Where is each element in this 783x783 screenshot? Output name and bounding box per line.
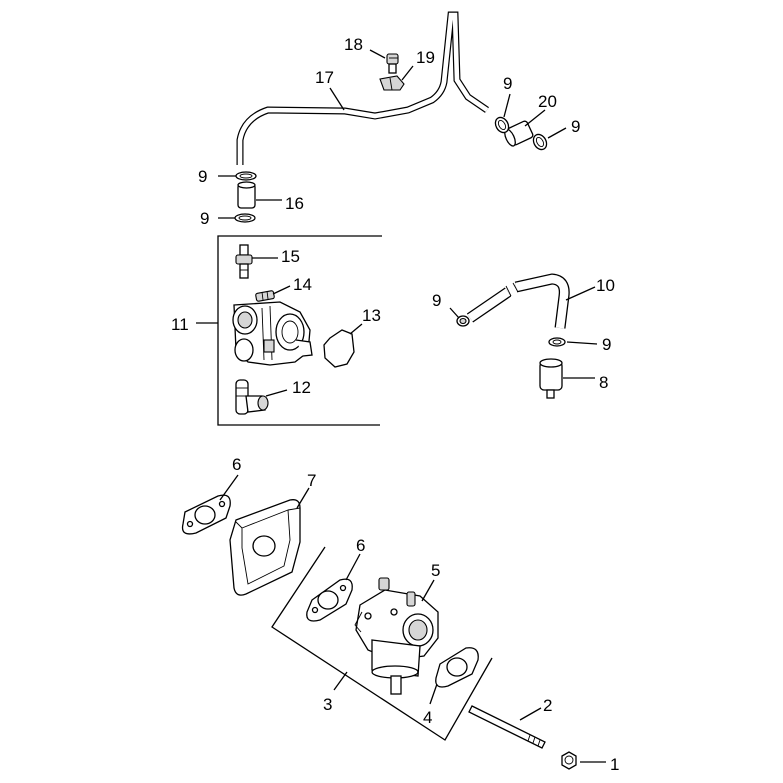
gasket-13	[323, 329, 355, 368]
stud-2	[468, 705, 546, 749]
clip-19	[379, 75, 405, 91]
callout-10: 10	[596, 276, 615, 295]
fuel-pump-body	[232, 301, 313, 366]
callout-6-right: 6	[356, 536, 365, 555]
callout-3: 3	[323, 695, 332, 714]
callout-14: 14	[293, 275, 312, 294]
callout-2: 2	[543, 696, 552, 715]
clamp-9-hose-right	[548, 337, 566, 347]
clamp-9-top-left	[494, 116, 510, 134]
callout-11: 11	[171, 315, 189, 334]
callout-1: 1	[610, 755, 619, 774]
callout-9-upper: 9	[198, 167, 207, 186]
fuel-hose-10	[466, 273, 570, 329]
clamp-9-hose-left	[456, 315, 470, 327]
callout-13: 13	[362, 306, 381, 325]
callout-16: 16	[285, 194, 304, 213]
callout-9-hose-right: 9	[602, 335, 611, 354]
callout-15: 15	[281, 247, 300, 266]
hose-20	[504, 120, 534, 147]
callout-20: 20	[538, 92, 557, 111]
gasket-4	[435, 647, 479, 688]
fuel-filter-8	[539, 358, 563, 399]
fuel-pump-assembly-bracket	[217, 235, 382, 426]
carburetor-assembly-bracket	[271, 546, 493, 741]
clamp-9-upper	[235, 171, 257, 181]
gasket-6-left	[181, 494, 231, 535]
callout-18: 18	[344, 35, 363, 54]
nut-1	[561, 751, 577, 770]
carburetor-5	[354, 577, 439, 695]
fuel-line-17	[236, 11, 489, 165]
clamp-9-top-right	[532, 133, 548, 151]
callout-9-hose-left: 9	[432, 291, 441, 310]
callout-12: 12	[292, 378, 311, 397]
callout-9-lower: 9	[200, 209, 209, 228]
callout-6-left: 6	[232, 455, 241, 474]
callout-labels: 18 19 17 9 20 9 9 16 9 15 14 11 13 12 10…	[171, 35, 619, 774]
screw-14	[255, 290, 275, 302]
callout-9-top-left: 9	[503, 74, 512, 93]
fitting-15	[235, 244, 253, 279]
fitting-18	[386, 53, 399, 74]
gasket-6-right	[306, 578, 353, 622]
hose-16	[237, 181, 256, 209]
leader-lines	[196, 49, 606, 763]
callout-5: 5	[431, 561, 440, 580]
callout-9-top-right: 9	[571, 117, 580, 136]
callout-17: 17	[315, 68, 334, 87]
clamp-9-lower	[234, 213, 256, 223]
heat-shield-7	[229, 499, 301, 596]
callout-4: 4	[423, 708, 432, 727]
callout-7: 7	[307, 471, 316, 490]
elbow-fitting-12	[235, 379, 269, 415]
callout-8: 8	[599, 373, 608, 392]
callout-19: 19	[416, 48, 435, 67]
